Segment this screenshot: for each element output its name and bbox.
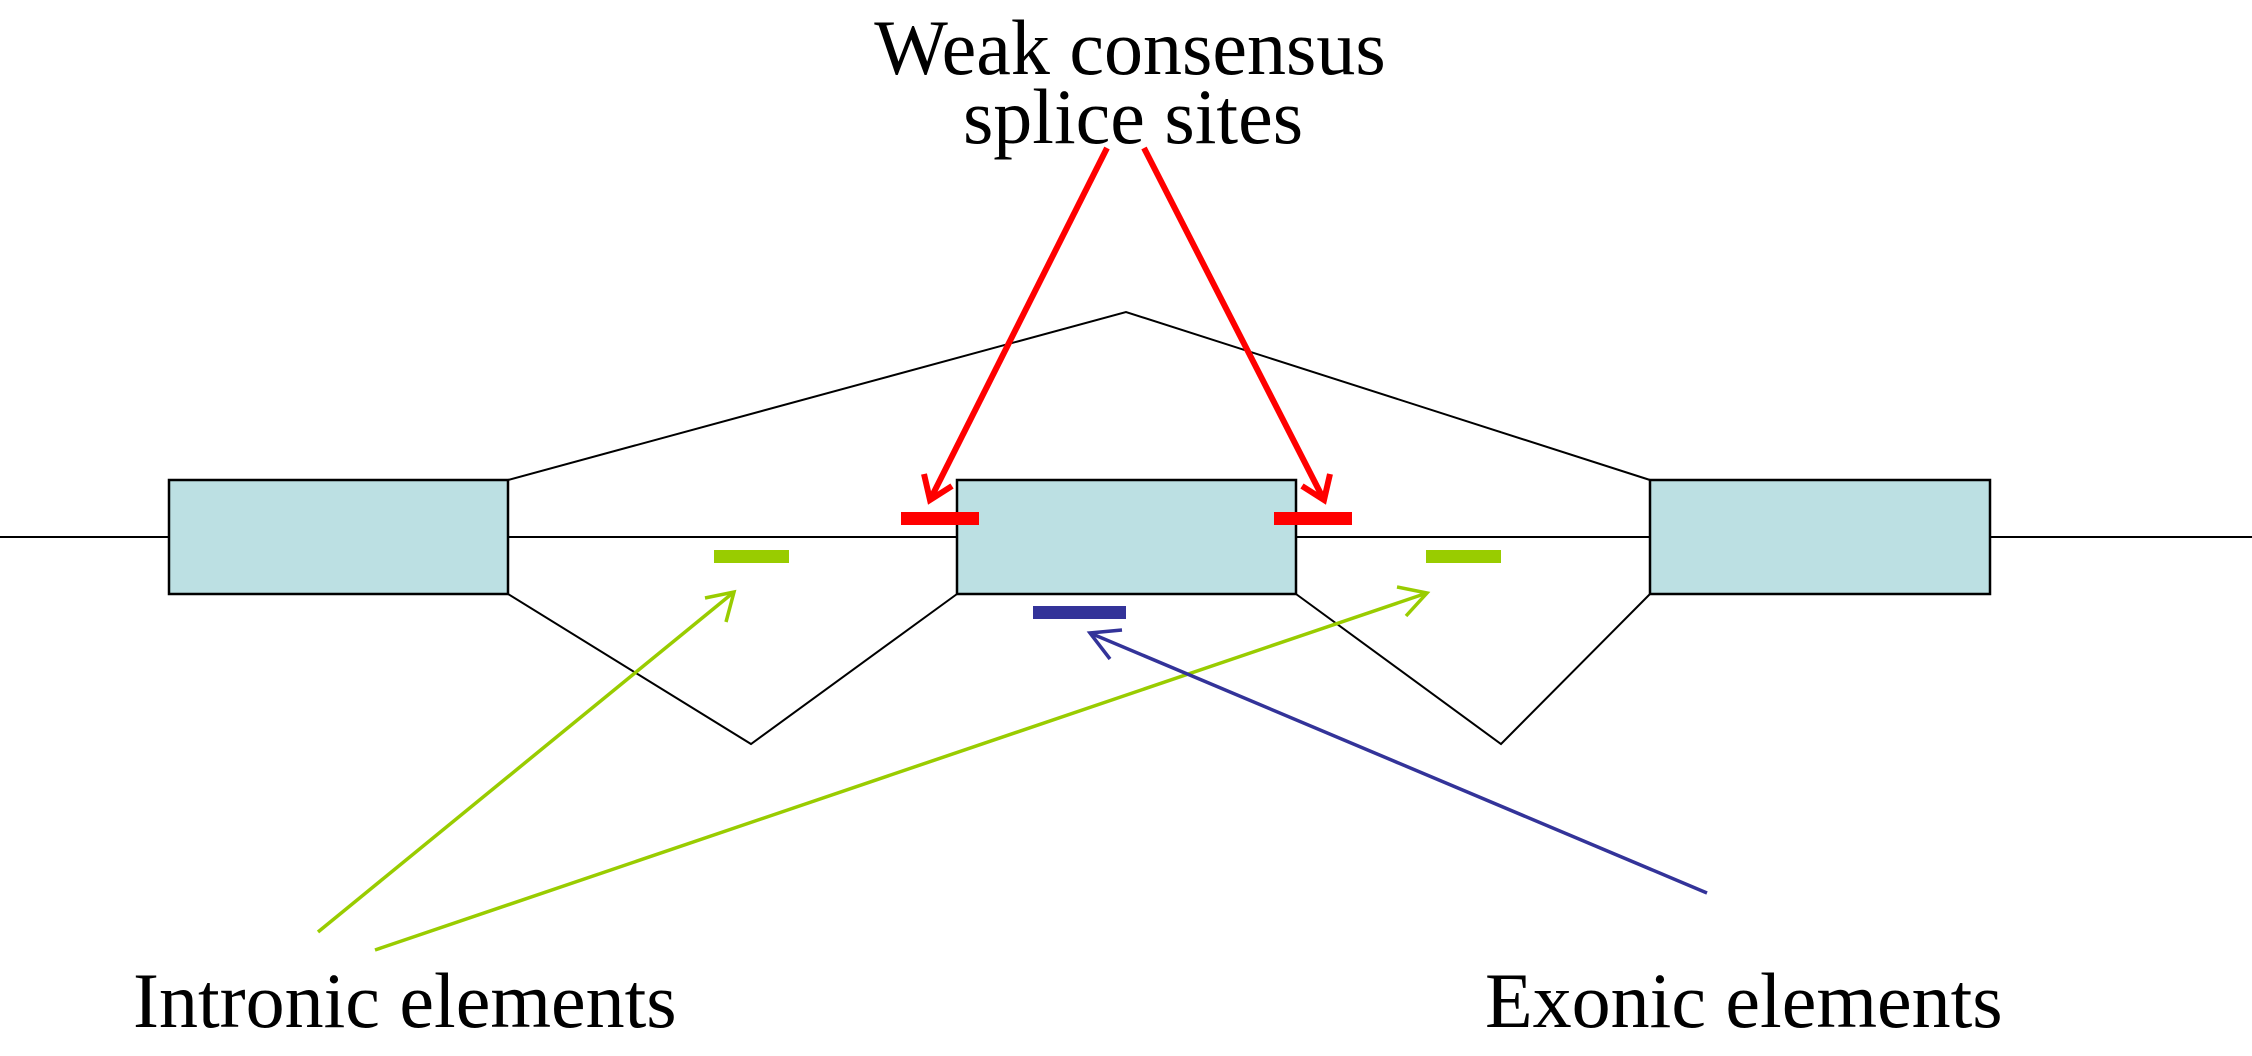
exonic-element	[1033, 606, 1126, 619]
inclusion-path-left	[507, 593, 958, 746]
inclusion-path-right	[1295, 593, 1651, 746]
splice-site-left-marker	[901, 512, 979, 525]
weak-consensus-label-line1: Weak consensus	[874, 4, 1385, 91]
splice-site-arrows	[921, 146, 1333, 505]
exon-middle	[955, 478, 1298, 596]
intronic-elements-label: Intronic elements	[133, 957, 677, 1044]
intronic-element-left	[714, 550, 789, 563]
exon-skipping-path	[507, 310, 1651, 481]
exonic-arrow	[1086, 628, 1708, 895]
exon-left	[167, 478, 510, 596]
exon-right	[1648, 478, 1992, 596]
exonic-elements-label: Exonic elements	[1485, 957, 2003, 1044]
weak-consensus-label-line2: splice sites	[963, 73, 1303, 160]
intronic-arrows	[316, 585, 1431, 952]
splice-site-right-marker	[1274, 512, 1352, 525]
intronic-element-right	[1426, 550, 1501, 563]
